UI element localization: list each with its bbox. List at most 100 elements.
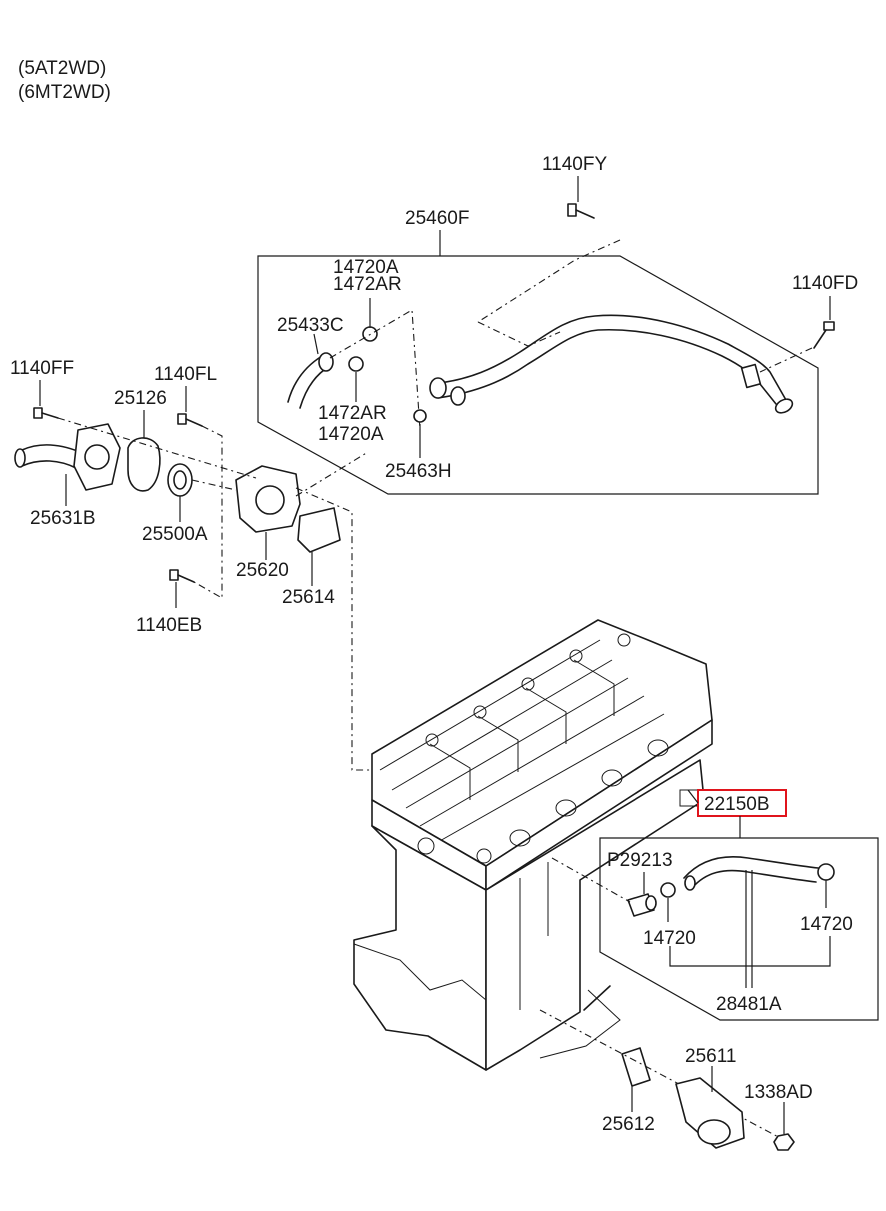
part-label-25611[interactable]: 25611 <box>685 1046 736 1067</box>
exhaust-port-1 <box>509 829 531 847</box>
block-timing-cover <box>353 943 487 1001</box>
bolt-1140ff-shank <box>41 412 59 419</box>
water-pipe <box>431 314 787 401</box>
gasket-25612 <box>621 1047 651 1087</box>
bolt-1140ff-head <box>33 407 43 419</box>
part-label-14720a-bot[interactable]: 14720A <box>318 424 384 445</box>
part-label-1140ff[interactable]: 1140FF <box>10 358 74 379</box>
pipe-bracket <box>740 363 762 389</box>
part-label-22150b[interactable]: 22150B <box>704 794 770 815</box>
head-bolt-5 <box>617 633 631 647</box>
head-front-port <box>417 837 435 855</box>
part-label-25433c[interactable]: 25433C <box>277 315 344 336</box>
exhaust-port-3 <box>601 769 623 787</box>
guide-lower-stud <box>583 985 611 1011</box>
water-pipe-lower-edge <box>437 328 777 405</box>
outlet-flange-25631b <box>73 423 121 491</box>
pipe-end-right <box>774 398 794 414</box>
heater-hose-outline <box>599 837 879 1021</box>
part-label-1140fl[interactable]: 1140FL <box>154 364 217 385</box>
thermostat-housing-group <box>14 380 380 771</box>
pipe-end-left <box>429 377 447 399</box>
bolt-1140fl-head <box>177 413 187 425</box>
head-bolt-2 <box>473 705 487 719</box>
guide-housing-to-head <box>295 487 380 771</box>
part-label-1140eb[interactable]: 1140EB <box>136 615 202 636</box>
leader-22150b <box>687 789 699 804</box>
part-label-25631b[interactable]: 25631B <box>30 508 96 529</box>
part-label-1140fd[interactable]: 1140FD <box>792 273 858 294</box>
engine-block-side <box>485 759 705 1071</box>
thermostat-25500a <box>167 463 193 497</box>
part-label-28481a[interactable]: 28481A <box>716 994 782 1015</box>
part-label-25614[interactable]: 25614 <box>282 587 335 608</box>
gasket-25463h <box>413 409 427 423</box>
head-bolt-1 <box>425 733 439 747</box>
part-label-25612[interactable]: 25612 <box>602 1114 655 1135</box>
part-label-25460f[interactable]: 25460F <box>405 208 469 229</box>
heater-hose-group <box>551 837 879 1021</box>
bolt-1140fd-shank <box>813 329 827 349</box>
bolt-1140fy-guide <box>477 239 621 323</box>
part-label-25126[interactable]: 25126 <box>114 388 167 409</box>
bolt-1140eb-head <box>169 569 179 581</box>
bolt-1140fd-icon <box>759 296 835 373</box>
outlet-fitting-25611-port <box>697 1119 731 1145</box>
head-cam-bridges <box>429 659 615 800</box>
heater-hose-28481a <box>683 856 819 889</box>
guide-thermostat <box>191 479 237 491</box>
hose-25433c-end <box>318 352 334 372</box>
bolt-1140fy-head <box>567 203 577 217</box>
leader-14720-bracket <box>669 936 831 967</box>
head-bolt-4 <box>569 649 583 663</box>
part-label-14720-right[interactable]: 14720 <box>800 914 853 935</box>
pipe-joint <box>450 386 466 406</box>
guide-upper-bolt <box>57 417 257 479</box>
part-label-14720a-top[interactable]: 14720A <box>333 257 399 278</box>
head-cam-lines <box>379 639 665 843</box>
clamp-lower <box>348 356 364 372</box>
guide-fitting-to-block <box>551 857 631 903</box>
part-label-1338ad[interactable]: 1338AD <box>744 1082 813 1103</box>
part-label-25463h[interactable]: 25463H <box>385 461 452 482</box>
variant-label-5at2wd: (5AT2WD) <box>18 58 106 79</box>
cylinder-head-block <box>353 619 713 1071</box>
part-label-1140fy[interactable]: 1140FY <box>542 154 607 175</box>
outlet-hose-25631b-end <box>14 448 26 468</box>
part-label-p29213[interactable]: P29213 <box>607 850 673 871</box>
part-label-25620[interactable]: 25620 <box>236 560 289 581</box>
guide-left-bolts <box>193 425 223 599</box>
guide-lower-outlet <box>539 1009 785 1141</box>
bolt-1140fd-guide <box>759 347 813 373</box>
head-side-exhaust <box>485 719 713 891</box>
fitting-p29213-end <box>645 895 657 911</box>
thermostat-core <box>173 470 187 490</box>
bolt-1140eb-shank <box>177 574 195 583</box>
bolt-1140fy-icon <box>567 176 595 219</box>
outlet-hose-25631b <box>21 444 81 469</box>
head-bolt-3 <box>521 677 535 691</box>
head-front-port-2 <box>476 848 492 864</box>
gasket-25126 <box>127 437 161 492</box>
lower-outlet-group <box>539 985 795 1151</box>
clamp-14720-right <box>817 863 835 881</box>
housing-bore <box>255 485 285 515</box>
pipe-assembly-outline <box>257 255 819 495</box>
bolt-1140fy-shank <box>575 209 595 219</box>
block-ribs <box>519 862 621 1059</box>
clamp-14720-left <box>660 882 676 898</box>
part-label-14720-left[interactable]: 14720 <box>643 928 696 949</box>
part-label-25500a[interactable]: 25500A <box>142 524 208 545</box>
pipe-assembly-group <box>257 230 819 495</box>
variant-label-6mt2wd: (6MT2WD) <box>18 82 111 103</box>
thermostat-housing-25620 <box>235 465 301 533</box>
exhaust-port-4 <box>647 739 669 757</box>
part-label-1472ar-bot[interactable]: 1472AR <box>318 403 387 424</box>
nut-1338ad <box>773 1133 795 1151</box>
heater-hose-end-left <box>684 875 696 891</box>
gasket-25614 <box>297 507 341 553</box>
bolt-1140fl-shank <box>185 418 203 427</box>
part-label-1472ar-top[interactable]: 1472AR <box>333 274 402 295</box>
pipe-centerline <box>477 321 561 347</box>
